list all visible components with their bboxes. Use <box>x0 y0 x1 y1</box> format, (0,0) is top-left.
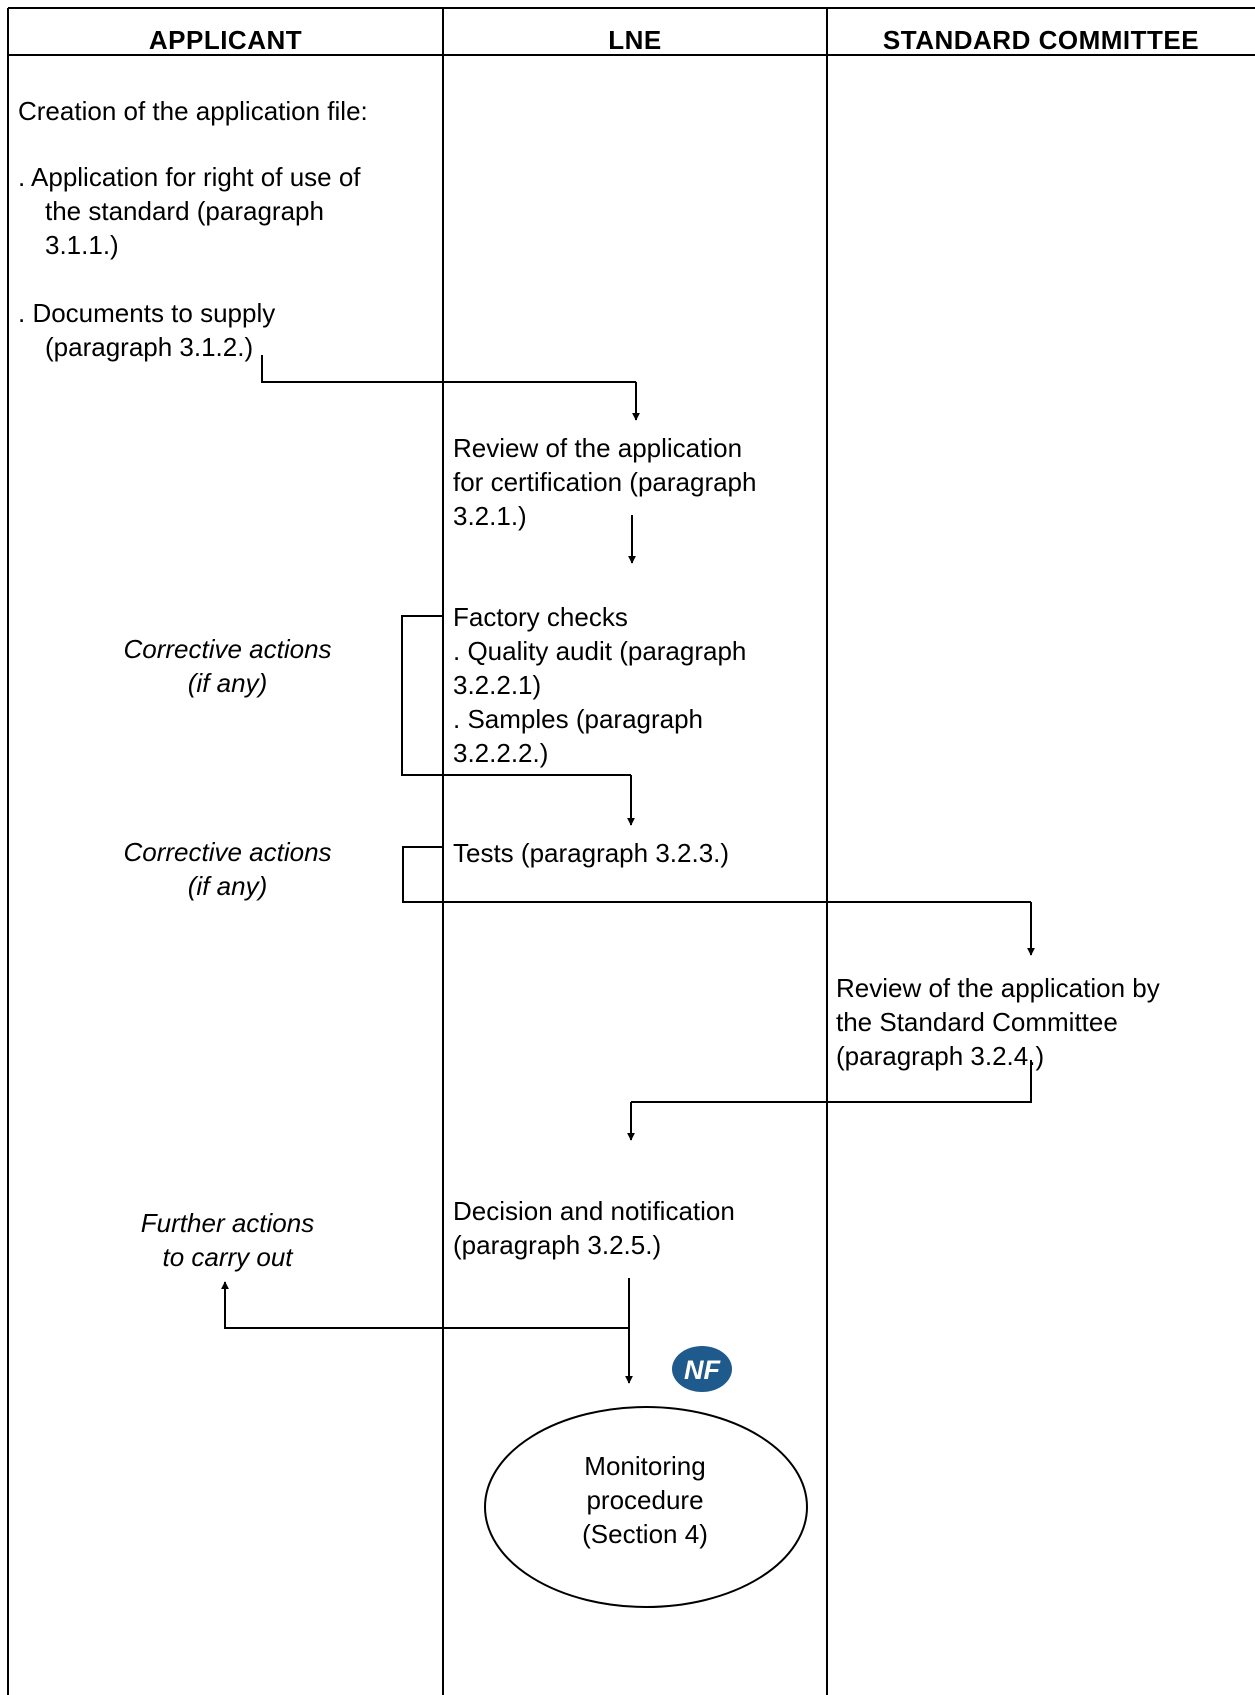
connector-tests-to-committee <box>402 846 1035 956</box>
creation-title: Creation of the application file: <box>18 96 368 126</box>
decision-line: (paragraph 3.2.5.) <box>453 1230 662 1260</box>
header-lne: LNE <box>608 25 662 55</box>
factory-checks-line: Factory checks <box>453 602 628 632</box>
further-actions-line: Further actions <box>140 1208 315 1238</box>
corrective-actions-line: Corrective actions <box>123 837 332 867</box>
further-actions-line: to carry out <box>162 1242 293 1272</box>
bracket-corrective-1 <box>401 615 631 776</box>
review-application-line: 3.2.1.) <box>453 501 527 531</box>
corrective-actions-line: (if any) <box>187 871 268 901</box>
monitoring-line: Monitoring <box>584 1451 706 1481</box>
header-applicant: APPLICANT <box>148 25 303 55</box>
review-application-step: Review of the application for certificat… <box>453 431 756 533</box>
factory-checks-step: Factory checks . Quality audit (paragrap… <box>453 600 746 770</box>
corrective-actions-2: Corrective actions (if any) <box>60 835 395 903</box>
factory-checks-line: . Samples (paragraph <box>453 704 704 734</box>
documents-item-line: (paragraph 3.1.2.) <box>45 332 254 362</box>
monitoring-ellipse <box>484 1406 808 1608</box>
documents-item-line: . Documents to supply <box>18 298 276 328</box>
monitoring-line: (Section 4) <box>582 1519 708 1549</box>
corrective-actions-line: (if any) <box>187 668 268 698</box>
table-frame <box>7 7 1255 1695</box>
committee-review-step: Review of the application by the Standar… <box>836 971 1160 1073</box>
application-item-line: the standard (paragraph <box>45 196 324 226</box>
application-item-line: . Application for right of use of <box>18 162 361 192</box>
review-application-line: for certification (paragraph <box>453 467 757 497</box>
corrective-actions-line: Corrective actions <box>123 634 332 664</box>
nf-logo-text: NF <box>684 1355 721 1385</box>
connector-documents-to-review <box>261 355 640 421</box>
factory-checks-line: 3.2.2.2.) <box>453 738 549 768</box>
nf-logo-icon: NF <box>672 1346 732 1392</box>
decision-line: Decision and notification <box>453 1196 735 1226</box>
tests-step: Tests (paragraph 3.2.3.) <box>453 838 730 868</box>
application-item-line: 3.1.1.) <box>45 230 119 260</box>
monitoring-procedure: Monitoring procedure (Section 4) <box>485 1400 805 1600</box>
connector-decision-to-monitoring <box>221 1278 633 1384</box>
decision-step: Decision and notification (paragraph 3.2… <box>453 1194 735 1262</box>
committee-review-line: the Standard Committee <box>836 1007 1118 1037</box>
committee-review-line: (paragraph 3.2.4.) <box>836 1041 1045 1071</box>
corrective-actions-1: Corrective actions (if any) <box>60 632 395 700</box>
connector-committee-to-decision <box>627 1060 1032 1141</box>
further-actions: Further actions to carry out <box>60 1206 395 1274</box>
documents-item: . Documents to supply (paragraph 3.1.2.) <box>18 296 275 364</box>
committee-review-line: Review of the application by <box>836 973 1160 1003</box>
factory-checks-line: 3.2.2.1) <box>453 670 542 700</box>
factory-checks-line: . Quality audit (paragraph <box>453 636 747 666</box>
review-application-line: Review of the application <box>453 433 743 463</box>
application-item: . Application for right of use of the st… <box>18 160 361 262</box>
header-standard-committee: STANDARD COMMITTEE <box>882 25 1200 55</box>
monitoring-line: procedure <box>586 1485 704 1515</box>
